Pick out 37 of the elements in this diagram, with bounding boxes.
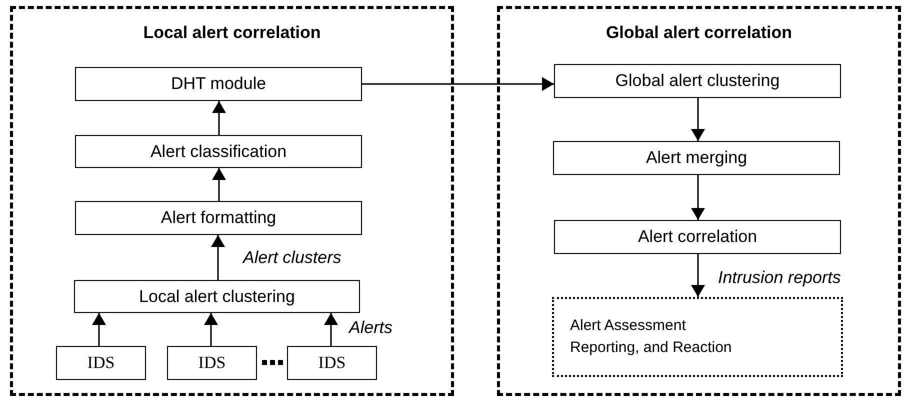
process-box: [74, 280, 360, 313]
arrow: [691, 254, 705, 297]
box-label: Local alert clustering: [139, 286, 295, 306]
process-box: [554, 64, 841, 98]
box-label: DHT module: [170, 74, 266, 94]
panel-title: Local alert correlation: [142, 23, 322, 43]
box-label: Alert correlation: [638, 227, 758, 247]
box-label: IDS: [198, 353, 226, 373]
arrow: [211, 235, 225, 280]
box-label: IDS: [318, 353, 346, 373]
process-box: [75, 201, 362, 235]
arrow: [204, 313, 218, 346]
process-box: [75, 67, 362, 101]
arrow: [212, 168, 226, 201]
process-box: [553, 141, 840, 175]
process-box: [167, 346, 257, 380]
dotted-box: [552, 297, 843, 377]
box-label: IDS: [87, 353, 115, 373]
process-box: [75, 135, 362, 168]
dashed-panel: [497, 6, 901, 396]
arrow: [362, 77, 554, 91]
process-box: [554, 220, 841, 254]
panel-title: Global alert correlation: [604, 23, 794, 43]
arrow: [212, 101, 226, 135]
process-box: [287, 346, 377, 380]
box-label: Alert merging: [646, 148, 748, 168]
box-label: Alert Assessment Reporting, and Reaction: [570, 316, 733, 358]
process-box: [56, 346, 146, 380]
dashed-panel: [10, 6, 454, 396]
box-label: Alert classification: [150, 142, 287, 162]
edge-label: Intrusion reports: [718, 268, 841, 288]
box-label: Alert formatting: [160, 208, 276, 228]
box-label: Global alert clustering: [615, 71, 780, 91]
arrow: [92, 313, 106, 346]
arrow: [324, 313, 338, 346]
arrow: [691, 98, 705, 141]
arrow: [691, 175, 705, 220]
